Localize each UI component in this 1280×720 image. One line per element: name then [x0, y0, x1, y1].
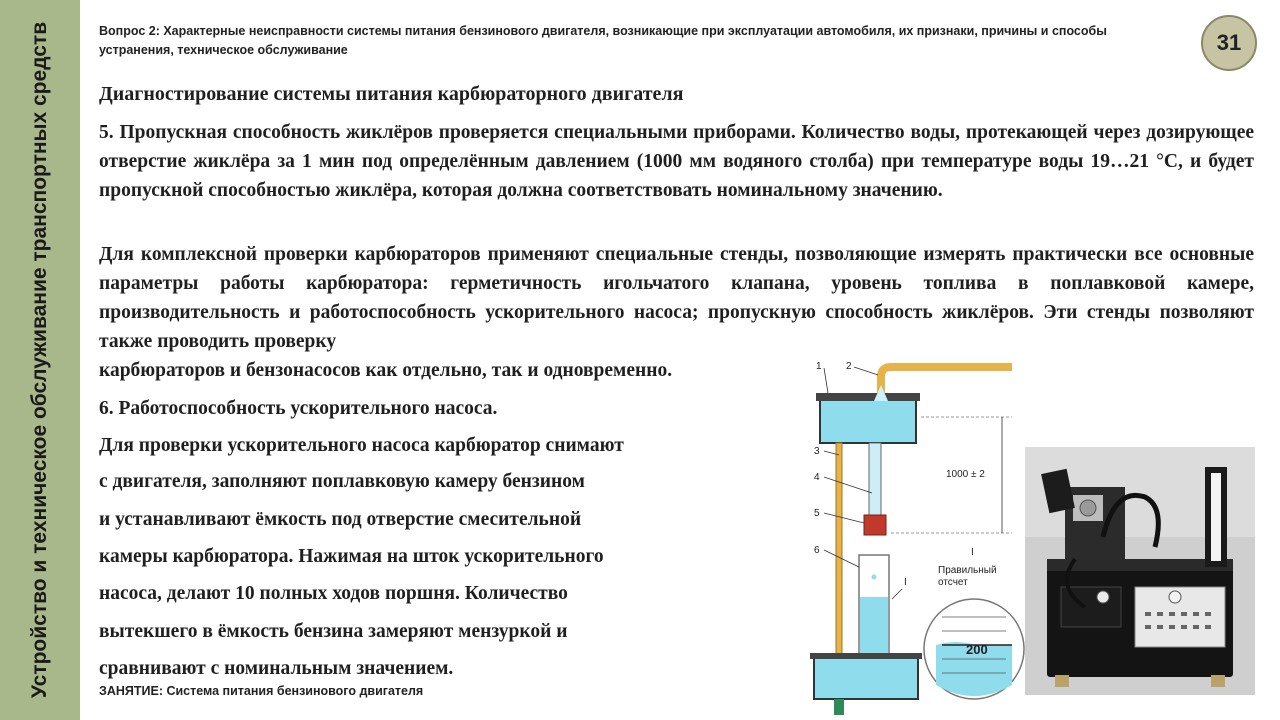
- scale-value: 200: [966, 642, 988, 657]
- water-drop: [871, 574, 877, 580]
- lesson-footer: ЗАНЯТИЕ: Система питания бензинового дви…: [99, 684, 424, 698]
- diagram-label: 4: [814, 472, 820, 483]
- step6-line: вытекшего в ёмкость бензина замеряют мен…: [99, 621, 568, 642]
- stand-hose: [1100, 493, 1161, 548]
- step6-title: 6. Работоспособность ускорительного насо…: [99, 398, 498, 419]
- water-spray: [874, 385, 888, 401]
- lower-tank-rim: [810, 653, 922, 659]
- upper-tank: [819, 396, 917, 444]
- diagram-label: 5: [814, 508, 820, 519]
- paragraph-test-stands: Для комплексной проверки карбюраторов пр…: [99, 244, 1254, 352]
- down-tube: [868, 442, 882, 516]
- step6-line: и устанавливают ёмкость под отверстие см…: [99, 509, 582, 530]
- reading-label: Правильный: [938, 565, 997, 576]
- diagram-label: 1: [816, 361, 822, 372]
- lower-tank: [813, 654, 919, 700]
- callout-marker: I: [904, 577, 907, 588]
- sidebar-title: Устройство и техническое обслуживание тр…: [28, 21, 51, 699]
- step6-line: сравнивают с номинальным значением.: [99, 658, 454, 679]
- question-header: Вопрос 2: Характерные неисправности сист…: [99, 24, 1107, 57]
- reading-label: отсчет: [938, 577, 968, 588]
- step6-line: с двигателя, заполняют поплавковую камер…: [99, 471, 585, 492]
- supply-pipe: [877, 363, 1012, 397]
- diagram-label: 3: [814, 446, 820, 457]
- overflow-pipe: [835, 442, 843, 689]
- step6-line: камеры карбюратора. Нажимая на шток уско…: [99, 546, 604, 567]
- magnified-water: [936, 642, 1012, 696]
- section-subtitle: Диагностирование системы питания карбюра…: [99, 83, 684, 105]
- dimension-label: 1000 ± 2: [946, 469, 985, 480]
- paragraph-test-stands-tail: карбюраторов и бензонасосов как отдельно…: [99, 360, 673, 381]
- pressure-gauge: [1168, 590, 1182, 604]
- step6-line: Для проверки ускорительного насоса карбю…: [99, 435, 624, 456]
- upper-tank-rim: [816, 393, 920, 401]
- sidebar: Устройство и техническое обслуживание тр…: [0, 0, 80, 720]
- diagram-label: 6: [814, 545, 820, 556]
- drain-valve: [834, 699, 844, 715]
- paragraph-jet-capacity: 5. Пропускная способность жиклёров прове…: [99, 122, 1254, 201]
- jet-test-diagram: 1 2 3 4 5 6 1000 ± 2 I I Правильный отсч…: [810, 361, 1025, 715]
- step6-line: насоса, делают 10 полных ходов поршня. К…: [99, 583, 568, 604]
- page-number-badge: 31: [1201, 15, 1257, 71]
- test-stand-photo: [1025, 447, 1255, 695]
- jet-holder: [863, 514, 887, 536]
- callout-marker: I: [971, 547, 974, 558]
- diagram-label: 2: [846, 361, 852, 372]
- secondary-gauge: [1096, 590, 1110, 604]
